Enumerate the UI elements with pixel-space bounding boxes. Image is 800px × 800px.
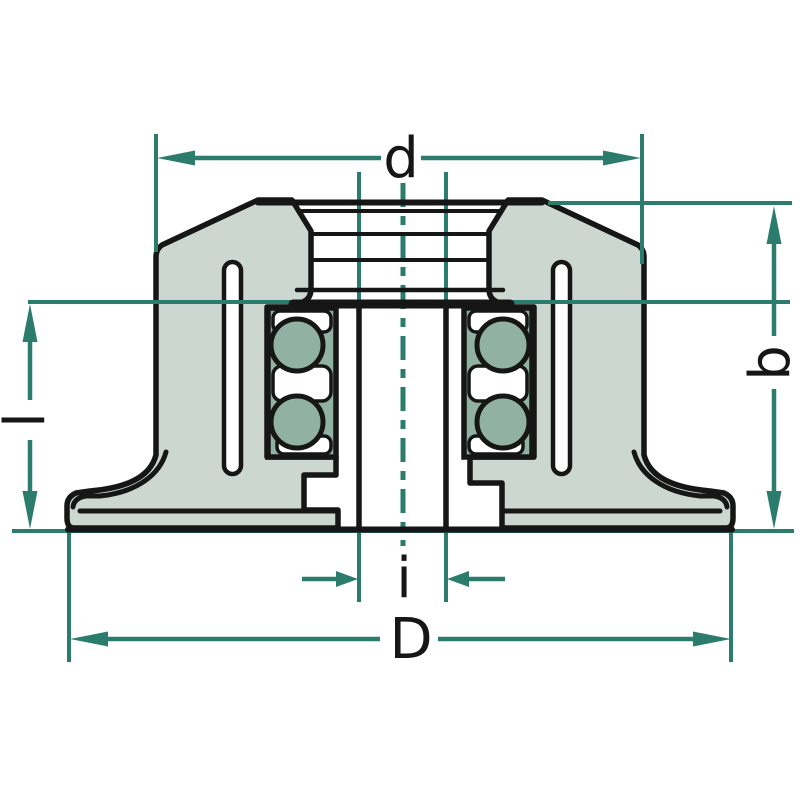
dimension-labels: d b l i D <box>0 126 800 672</box>
dim-d-arrow-left <box>157 150 195 166</box>
dim-label-l: l <box>0 412 58 428</box>
bearing-left-ball-upper <box>268 316 326 374</box>
bearing-right-ball-upper <box>474 316 532 374</box>
housing-slot-left <box>221 259 244 477</box>
housing-slot-right <box>550 259 573 477</box>
dim-D-arrow-left <box>70 631 108 647</box>
dimension-D <box>70 631 731 647</box>
dimension-d <box>157 150 641 166</box>
foot-sheet-line-left <box>70 449 169 510</box>
bearing-right-ball-lower <box>474 393 532 451</box>
housing-cross-section <box>64 197 736 531</box>
bearing-right <box>461 305 535 460</box>
bearing-left-ball-lower <box>268 393 326 451</box>
dimension-i <box>302 571 505 587</box>
dim-label-i: i <box>396 546 412 611</box>
dim-b-arrow-top <box>766 206 782 244</box>
dim-label-D: D <box>389 607 432 672</box>
dim-i-arrow-left <box>336 571 358 587</box>
dim-label-d: d <box>383 126 419 191</box>
dim-l-arrow-top <box>22 304 38 342</box>
bearing-left <box>265 305 339 460</box>
dim-D-arrow-right <box>693 631 731 647</box>
part-edge-overlays <box>65 199 735 533</box>
dim-i-arrow-right <box>447 571 469 587</box>
dim-b-arrow-bottom <box>766 491 782 529</box>
foot-sheet-line-right <box>631 449 730 510</box>
dimension-b <box>766 206 782 529</box>
dimension-l <box>22 304 38 529</box>
dim-l-arrow-bottom <box>22 491 38 529</box>
dim-d-arrow-right <box>603 150 641 166</box>
dim-label-b: b <box>738 345 800 381</box>
